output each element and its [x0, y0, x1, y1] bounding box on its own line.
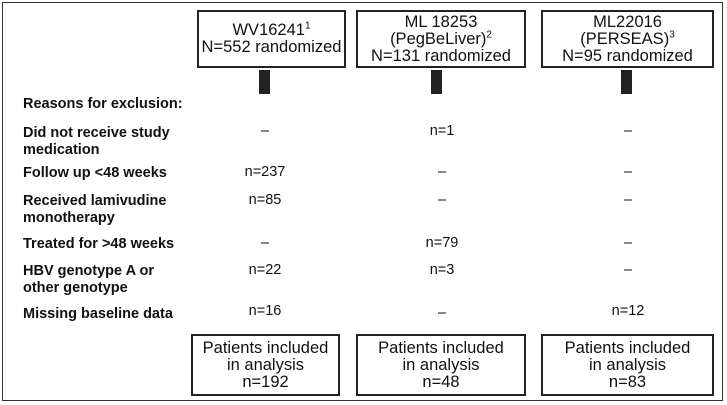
cell-value: – — [623, 235, 633, 251]
study-randomized: N=552 randomized — [201, 38, 342, 56]
study-title: ML 18253 — [404, 12, 478, 31]
study-title: WV162411 — [232, 20, 311, 39]
study-box-ml22016: ML22016 (PERSEAS)3 N=95 randomized — [541, 10, 714, 68]
row-label: Missing baseline data — [23, 306, 173, 322]
connector-3 — [621, 70, 632, 94]
included-box-3: Patients included in analysis n=83 — [541, 334, 714, 396]
cell-value: n=3 — [429, 262, 455, 278]
cell-value: – — [623, 262, 633, 278]
connector-2 — [431, 70, 442, 94]
cell-value: – — [437, 164, 447, 180]
cell-value: n=237 — [244, 164, 286, 180]
cell-value: – — [437, 192, 447, 208]
reasons-header: Reasons for exclusion: — [23, 96, 183, 112]
cell-value: n=85 — [248, 192, 282, 208]
study-randomized: N=131 randomized — [371, 46, 511, 65]
included-box-2: Patients included in analysis n=48 — [356, 334, 526, 396]
row-label: Treated for >48 weeks — [23, 236, 175, 252]
study-subtitle: (PERSEAS)3 — [580, 29, 675, 48]
study-box-ml18253: ML 18253 (PegBeLiver)2 N=131 randomized — [356, 10, 526, 68]
cell-value: n=1 — [429, 123, 455, 139]
cell-value: n=12 — [611, 303, 645, 319]
diagram-frame — [2, 2, 723, 401]
included-box-1: Patients included in analysis n=192 — [191, 334, 340, 396]
study-subtitle: (PegBeLiver)2 — [390, 29, 492, 48]
cell-value: – — [623, 192, 633, 208]
cell-value: – — [437, 305, 447, 321]
study-box-wv16241: WV162411 N=552 randomized — [197, 10, 346, 68]
cell-value: – — [260, 235, 270, 251]
cell-value: n=79 — [425, 235, 459, 251]
cell-value: – — [623, 164, 633, 180]
connector-1 — [259, 70, 270, 94]
cell-value: – — [623, 123, 633, 139]
cell-value: – — [260, 123, 270, 139]
study-randomized: N=95 randomized — [562, 46, 693, 65]
study-title: ML22016 — [593, 12, 662, 31]
cell-value: n=22 — [248, 262, 282, 278]
row-label: Follow up <48 weeks — [23, 165, 167, 181]
cell-value: n=16 — [248, 303, 282, 319]
